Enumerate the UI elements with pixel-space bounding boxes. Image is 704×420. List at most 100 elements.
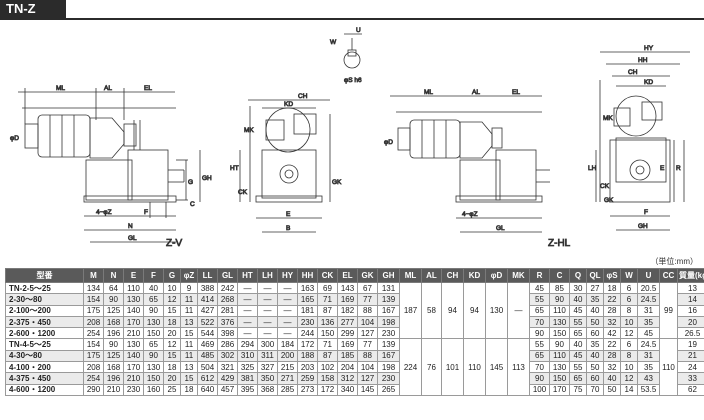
table-cell: 11	[180, 349, 198, 363]
table-cell: 12	[163, 338, 181, 351]
table-cell: 70	[529, 315, 550, 329]
table-cell: 12	[163, 293, 181, 306]
table-cell: —	[277, 304, 298, 317]
table-cell: 350	[257, 372, 278, 385]
table-cell: —	[277, 327, 298, 340]
table-cell: 65	[143, 293, 164, 306]
table-cell: 12	[620, 327, 638, 340]
table-cell: 18	[163, 361, 181, 374]
table-cell: 65	[143, 338, 164, 351]
table-cell: 18	[180, 383, 198, 396]
table-cell: 167	[377, 349, 400, 363]
table-cell: 210	[123, 372, 144, 385]
table-cell: 40	[143, 281, 164, 295]
table-cell: 20	[163, 327, 181, 340]
dim-w: W	[330, 39, 337, 46]
table-cell: 188	[297, 349, 318, 363]
table-cell: 43	[637, 372, 660, 385]
col-header: KD	[463, 268, 486, 283]
table-cell: 58	[421, 281, 442, 340]
table-cell: 94	[441, 281, 464, 340]
table-cell: 395	[237, 383, 258, 396]
table-cell: 45	[637, 327, 660, 340]
col-header: Q	[569, 268, 587, 283]
table-cell: 265	[377, 383, 400, 396]
dim-gk-zv: GK	[332, 179, 342, 186]
col-header: U	[637, 268, 660, 283]
col-header: 型番	[5, 268, 84, 283]
table-cell: 10	[163, 281, 181, 295]
col-header: M	[83, 268, 104, 283]
dim-mk-zhl: MK	[603, 115, 613, 122]
dim-e-zv: E	[286, 211, 291, 218]
table-cell: 110	[549, 304, 570, 317]
table-cell: 71	[317, 338, 338, 351]
dim-kd-zhl: KD	[644, 79, 653, 86]
table-cell: 187	[399, 281, 422, 340]
table-cell: 90	[143, 349, 164, 363]
table-cell: 143	[337, 281, 358, 295]
table-cell: 259	[297, 372, 318, 385]
table-cell: 22	[603, 293, 621, 306]
table-cell: 25	[163, 383, 181, 396]
table-cell: 76	[421, 338, 442, 396]
table-cell: 60	[586, 372, 604, 385]
table-cell: 136	[317, 315, 338, 329]
table-cell: 20	[677, 315, 704, 329]
table-cell: 2-100～200	[5, 304, 84, 317]
table-cell: 50	[586, 315, 604, 329]
table-cell: TN-2-5～25	[5, 281, 84, 295]
dim-kd-zv: KD	[284, 101, 293, 108]
table-cell: 6	[620, 281, 638, 295]
table-cell: 45	[569, 349, 587, 363]
table-cell: 24.5	[637, 338, 660, 351]
dim-hole-zhl: 4−φZ	[462, 211, 478, 218]
table-cell: 65	[569, 372, 587, 385]
table-cell: 30	[569, 281, 587, 295]
table-cell: 125	[103, 304, 124, 317]
dim-d-zv: φD	[10, 135, 19, 142]
table-cell: —	[237, 281, 258, 295]
dim-gl-zv: GL	[128, 235, 137, 242]
col-header: CK	[317, 268, 338, 283]
table-cell: 40	[586, 349, 604, 363]
table-cell: 16	[677, 304, 704, 317]
table-cell: 127	[357, 372, 378, 385]
table-cell: 85	[549, 281, 570, 295]
table-cell: 55	[569, 361, 587, 374]
table-cell: 2-30～80	[5, 293, 84, 306]
table-cell: 167	[377, 304, 400, 317]
col-header: G	[163, 268, 181, 283]
dim-gh-zv: GH	[202, 175, 212, 182]
title-rule	[0, 18, 704, 20]
col-header: W	[620, 268, 638, 283]
shaft-detail	[343, 33, 362, 69]
table-cell: 35	[586, 338, 604, 351]
dim-u: U	[356, 27, 361, 34]
col-header: E	[123, 268, 144, 283]
table-cell: 254	[83, 372, 104, 385]
table-cell: 8	[620, 349, 638, 363]
col-header: C	[549, 268, 570, 283]
table-cell: 281	[217, 304, 238, 317]
dim-shaft: φS h6	[344, 77, 362, 84]
table-cell: 230	[377, 372, 400, 385]
table-cell: 15	[180, 327, 198, 340]
dim-hh-zhl: HH	[638, 57, 648, 64]
table-cell: —	[257, 281, 278, 295]
table-cell: 145	[357, 383, 378, 396]
table-cell: 64	[103, 281, 124, 295]
table-cell: 13	[180, 361, 198, 374]
table-cell: 150	[549, 372, 570, 385]
table-cell: 612	[197, 372, 218, 385]
table-cell: 312	[337, 372, 358, 385]
table-cell: 170	[123, 315, 144, 329]
table-cell: 55	[529, 293, 550, 306]
table-cell: 210	[123, 327, 144, 340]
table-cell: 134	[83, 281, 104, 295]
table-cell: 158	[317, 372, 338, 385]
table-cell: 110	[659, 338, 678, 396]
table-cell: 40	[569, 293, 587, 306]
table-cell: 398	[217, 327, 238, 340]
